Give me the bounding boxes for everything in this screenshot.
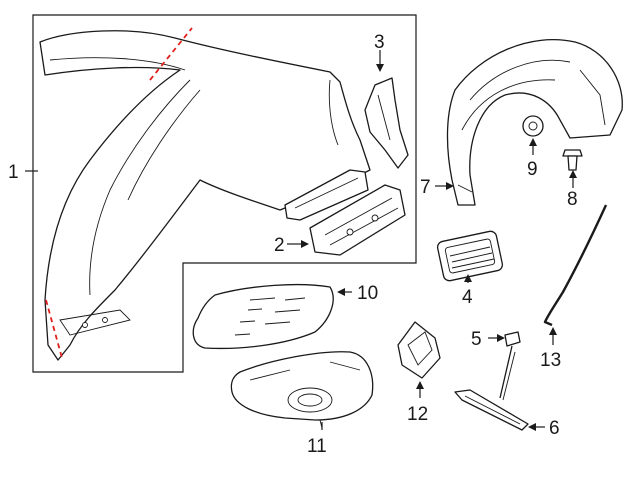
- callout-6: 6: [549, 418, 560, 439]
- wheelhouse-liner-part-7: [446, 39, 623, 206]
- bracket-part-3: [364, 77, 409, 169]
- callout-4: 4: [462, 287, 473, 308]
- cut-line-top: [149, 27, 193, 81]
- callout-11: 11: [307, 436, 327, 457]
- leader-lines: [25, 50, 577, 431]
- callout-10: 10: [357, 283, 378, 304]
- cover-part-11: [230, 351, 374, 429]
- reinforcement-part-2: [309, 184, 406, 256]
- reinforcement-upper: [284, 169, 369, 221]
- callout-5: 5: [471, 329, 482, 350]
- callout-2: 2: [274, 235, 285, 256]
- sill-trim-part-6: [454, 389, 529, 431]
- group-frame: [32, 14, 417, 373]
- quarter-panel-part-1: [39, 30, 371, 361]
- cut-line-bottom: [45, 299, 63, 359]
- bracket-part-12: [397, 321, 441, 379]
- vent-part-4: [436, 230, 504, 282]
- callout-1: 1: [8, 162, 19, 183]
- nut-part-9: [522, 115, 544, 137]
- callout-12: 12: [407, 404, 428, 425]
- callout-8: 8: [567, 189, 578, 210]
- strap-part-5: [499, 331, 521, 401]
- callout-9: 9: [527, 159, 538, 180]
- callout-7: 7: [420, 177, 431, 198]
- callout-3: 3: [374, 32, 385, 53]
- trim-lining-part-10: [192, 284, 334, 350]
- callout-13: 13: [540, 350, 561, 371]
- clip-part-8: [562, 149, 583, 171]
- weatherstrip-part-13: [543, 204, 608, 327]
